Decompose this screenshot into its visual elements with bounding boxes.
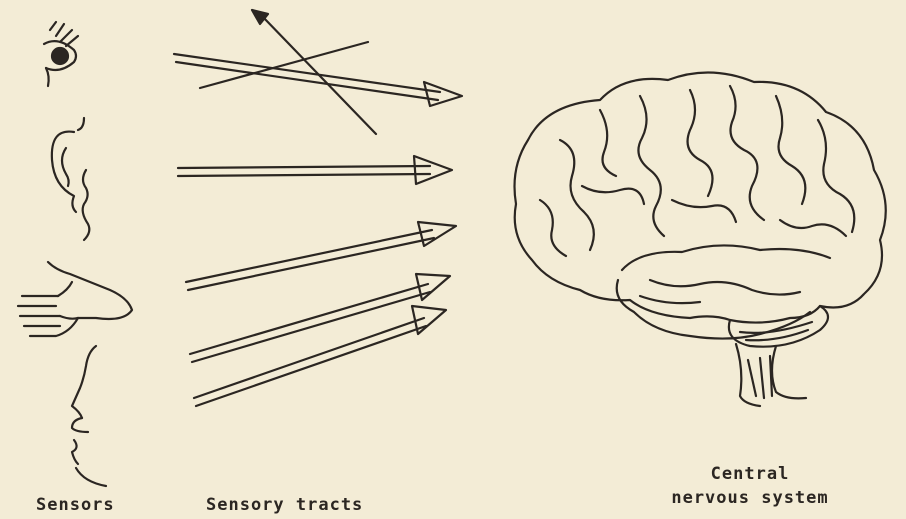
sensors-label: Sensors: [36, 495, 115, 515]
eye-icon: [44, 22, 78, 86]
hand-icon: [18, 262, 132, 336]
arrow-eye-cross-2: [252, 10, 376, 134]
cns-label-line2: nervous system: [640, 486, 860, 510]
arrow-eye-tract: [174, 54, 462, 106]
cns-label: Central nervous system: [640, 462, 860, 510]
brain-icon: [515, 72, 886, 406]
arrow-eye-cross-1: [200, 42, 368, 88]
cns-label-line1: Central: [640, 462, 860, 486]
arrow-hand-tract: [186, 222, 456, 290]
arrow-ear-tract: [178, 156, 452, 184]
mouth-icon: [72, 346, 106, 486]
arrow-mouth-tract-2: [194, 306, 446, 406]
ear-icon: [52, 118, 89, 240]
arrow-mouth-tract-1: [190, 274, 450, 362]
sensory-tracts-label: Sensory tracts: [206, 495, 363, 515]
